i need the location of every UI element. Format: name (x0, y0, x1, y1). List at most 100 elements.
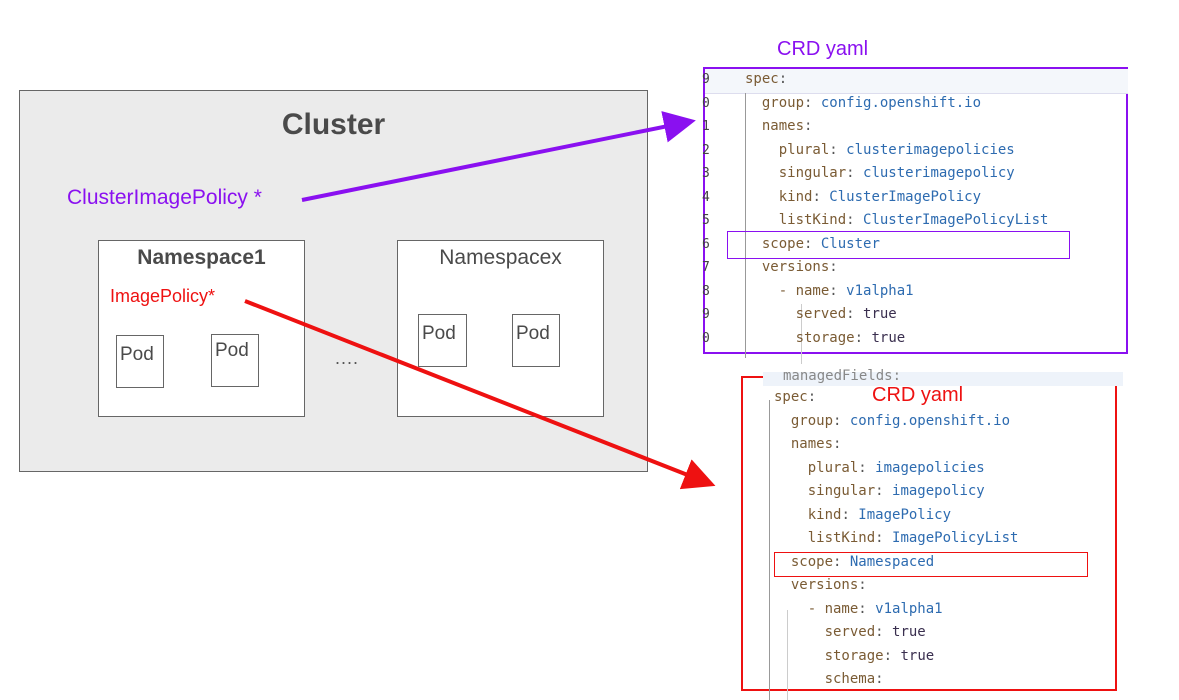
yaml-line: served: true (795, 306, 897, 322)
line-number: 0 (702, 95, 710, 111)
yaml-key: versions (790, 577, 859, 593)
pod-box: Pod (512, 314, 560, 367)
yaml-key: - name (778, 282, 830, 299)
yaml-value: true (854, 306, 897, 322)
crd-cluster-yaml-panel: 9 0 1 2 3 4 5 6 7 8 9 0 spec: group: config.openshi… (702, 67, 1128, 364)
line-number: 8 (702, 283, 710, 299)
yaml-line: plural: clusterimagepolicies (778, 141, 1015, 158)
yaml-line: listKind: ClusterImagePolicyList (778, 212, 1049, 228)
yaml-line: plural: imagepolicies (807, 459, 985, 476)
yaml-key: spec (774, 389, 808, 405)
image-policy-label: ImagePolicy* (110, 286, 216, 306)
crd-namespaced-yaml-panel: managedFields: spec: group: config.opens… (741, 368, 1123, 700)
yaml-key: names (790, 436, 834, 452)
line-number: 5 (702, 213, 710, 228)
line-number: 6 (702, 236, 710, 252)
indent-guide (745, 93, 746, 358)
line-number: 4 (702, 189, 710, 205)
yaml-line: names: (761, 118, 813, 134)
ellipsis: .... (335, 348, 360, 368)
yaml-line: storage: true (824, 647, 935, 664)
yaml-line: singular: imagepolicy (807, 483, 985, 499)
yaml-line: scope: Namespaced (790, 553, 935, 570)
yaml-value: config.openshift.io (812, 94, 982, 111)
yaml-key: plural (807, 459, 859, 476)
yaml-value: ClusterImagePolicyList (854, 212, 1049, 228)
yaml-line: served: true (824, 624, 926, 640)
yaml-value: true (892, 647, 935, 664)
line-number: 9 (702, 72, 710, 87)
yaml-value: true (883, 624, 926, 640)
code-lines: spec: group: config.openshift.io names: … (745, 68, 1048, 350)
yaml-value: ImagePolicyList (883, 530, 1019, 546)
line-number: 2 (702, 142, 710, 158)
yaml-key: names (761, 118, 805, 134)
yaml-line: spec: (774, 389, 817, 405)
yaml-value: ClusterImagePolicy (820, 188, 982, 205)
scope-cluster-highlight-box (727, 231, 1070, 259)
yaml-key: plural (778, 141, 830, 158)
crd-namespaced-title: CRD yaml (872, 384, 964, 406)
cluster-image-policy-label: ClusterImagePolicy * (67, 186, 262, 209)
yaml-key: scope (790, 553, 834, 570)
line-number: 3 (702, 166, 710, 181)
yaml-line: - name: v1alpha1 (778, 282, 914, 299)
yaml-key: served (824, 624, 876, 640)
yaml-value: Cluster (812, 235, 880, 252)
image-policy-arrow (244, 299, 716, 490)
cluster-policy-arrow (301, 111, 696, 202)
yaml-key: versions (761, 259, 830, 275)
current-line-highlight (705, 69, 1128, 94)
yaml-key: kind (807, 506, 842, 523)
pod-box: Pod (418, 314, 467, 367)
yaml-line: storage: true (795, 329, 906, 346)
pod-box: Pod (211, 334, 259, 387)
namespacex-title: Namespacex (439, 246, 562, 269)
yaml-key: kind (778, 188, 813, 205)
yaml-key: listKind (778, 212, 847, 228)
line-numbers: 9 0 1 2 3 4 5 6 7 8 9 0 (702, 68, 710, 350)
yaml-value: clusterimagepolicy (854, 165, 1015, 181)
yaml-key: group (761, 94, 805, 111)
yaml-value: v1alpha1 (837, 282, 914, 299)
current-line-highlight (763, 372, 1123, 386)
yaml-line: versions: (761, 259, 838, 275)
pod-box: Pod (116, 335, 164, 388)
yaml-value: imagepolicy (883, 483, 985, 499)
yaml-key: - name (807, 600, 859, 617)
yaml-key: served (795, 306, 847, 322)
line-number: 1 (702, 119, 710, 134)
yaml-line: singular: clusterimagepolicy (778, 165, 1015, 181)
yaml-key: singular (807, 483, 876, 499)
yaml-value: config.openshift.io (841, 412, 1011, 429)
cluster-title: Cluster (281, 108, 386, 141)
indent-guide (787, 610, 788, 700)
line-number: 7 (702, 260, 710, 275)
yaml-line: - name: v1alpha1 (807, 600, 943, 617)
yaml-key: listKind (807, 530, 876, 546)
yaml-key: group (790, 412, 834, 429)
yaml-value: true (863, 329, 906, 346)
crd-cluster-title: CRD yaml (777, 38, 869, 60)
yaml-line: kind: ImagePolicy (807, 506, 952, 523)
yaml-key: spec (745, 71, 779, 87)
indent-guide (769, 400, 770, 700)
yaml-value: imagepolicies (866, 459, 985, 476)
yaml-key: storage (795, 329, 855, 346)
namespace1-title: Namespace1 (137, 246, 266, 269)
yaml-line: names: (790, 436, 842, 452)
line-number: 0 (702, 330, 710, 346)
yaml-line: schema: (824, 671, 884, 687)
yaml-key: singular (778, 165, 847, 181)
yaml-key: scope (761, 235, 805, 252)
partial-line: managedFields: (783, 368, 902, 384)
code-lines: spec: group: config.openshift.io names: … (774, 386, 1018, 692)
yaml-key: schema (824, 671, 876, 687)
yaml-value: ImagePolicy (849, 506, 952, 523)
indent-guide (801, 304, 802, 364)
yaml-key: storage (824, 647, 884, 664)
scope-namespaced-highlight-box (774, 552, 1088, 577)
line-number: 9 (702, 307, 710, 322)
yaml-line: scope: Cluster (761, 235, 880, 252)
